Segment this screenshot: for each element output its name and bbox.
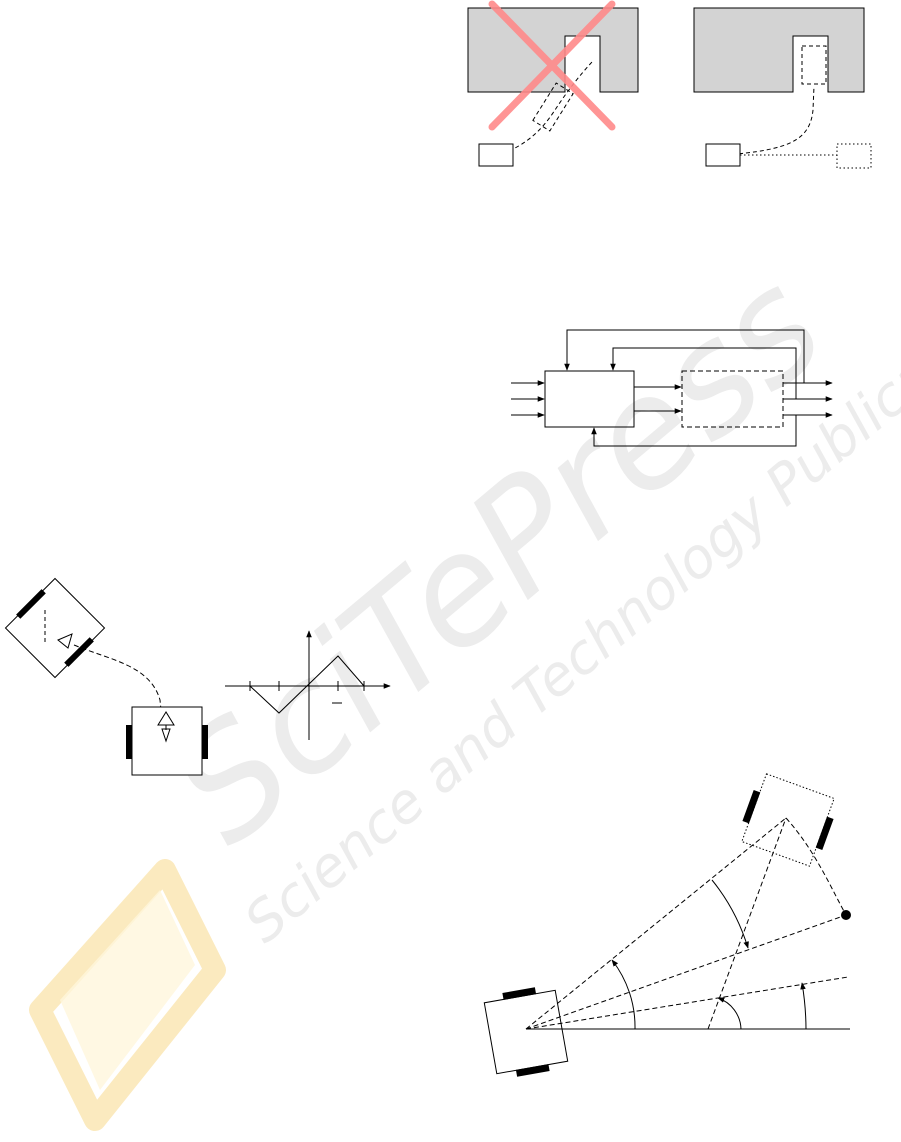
watermark-logo [40,870,215,1120]
parking-failed-panel [468,4,638,166]
robot-upright [126,707,208,775]
obstacle [694,8,864,92]
robot-rotated [4,577,106,679]
wheel [126,725,132,759]
watermark-title: SciTePress [141,239,855,877]
robot-following-path [4,577,208,775]
robot-start [483,984,568,1079]
angle-arc [612,960,635,1029]
robot-angle-geometry [483,772,851,1080]
parking-success-panel [694,8,871,168]
target-point [841,910,851,920]
angle-arc [712,880,748,948]
wheel [202,725,208,759]
obstacle [468,8,638,92]
angle-arc [802,983,806,1029]
robot-start [479,144,513,166]
dotted-target [837,144,871,168]
ray [526,977,848,1029]
ray [526,915,846,1029]
angle-arc [718,998,741,1029]
robot-start [706,144,740,166]
robot-parked [802,46,826,84]
